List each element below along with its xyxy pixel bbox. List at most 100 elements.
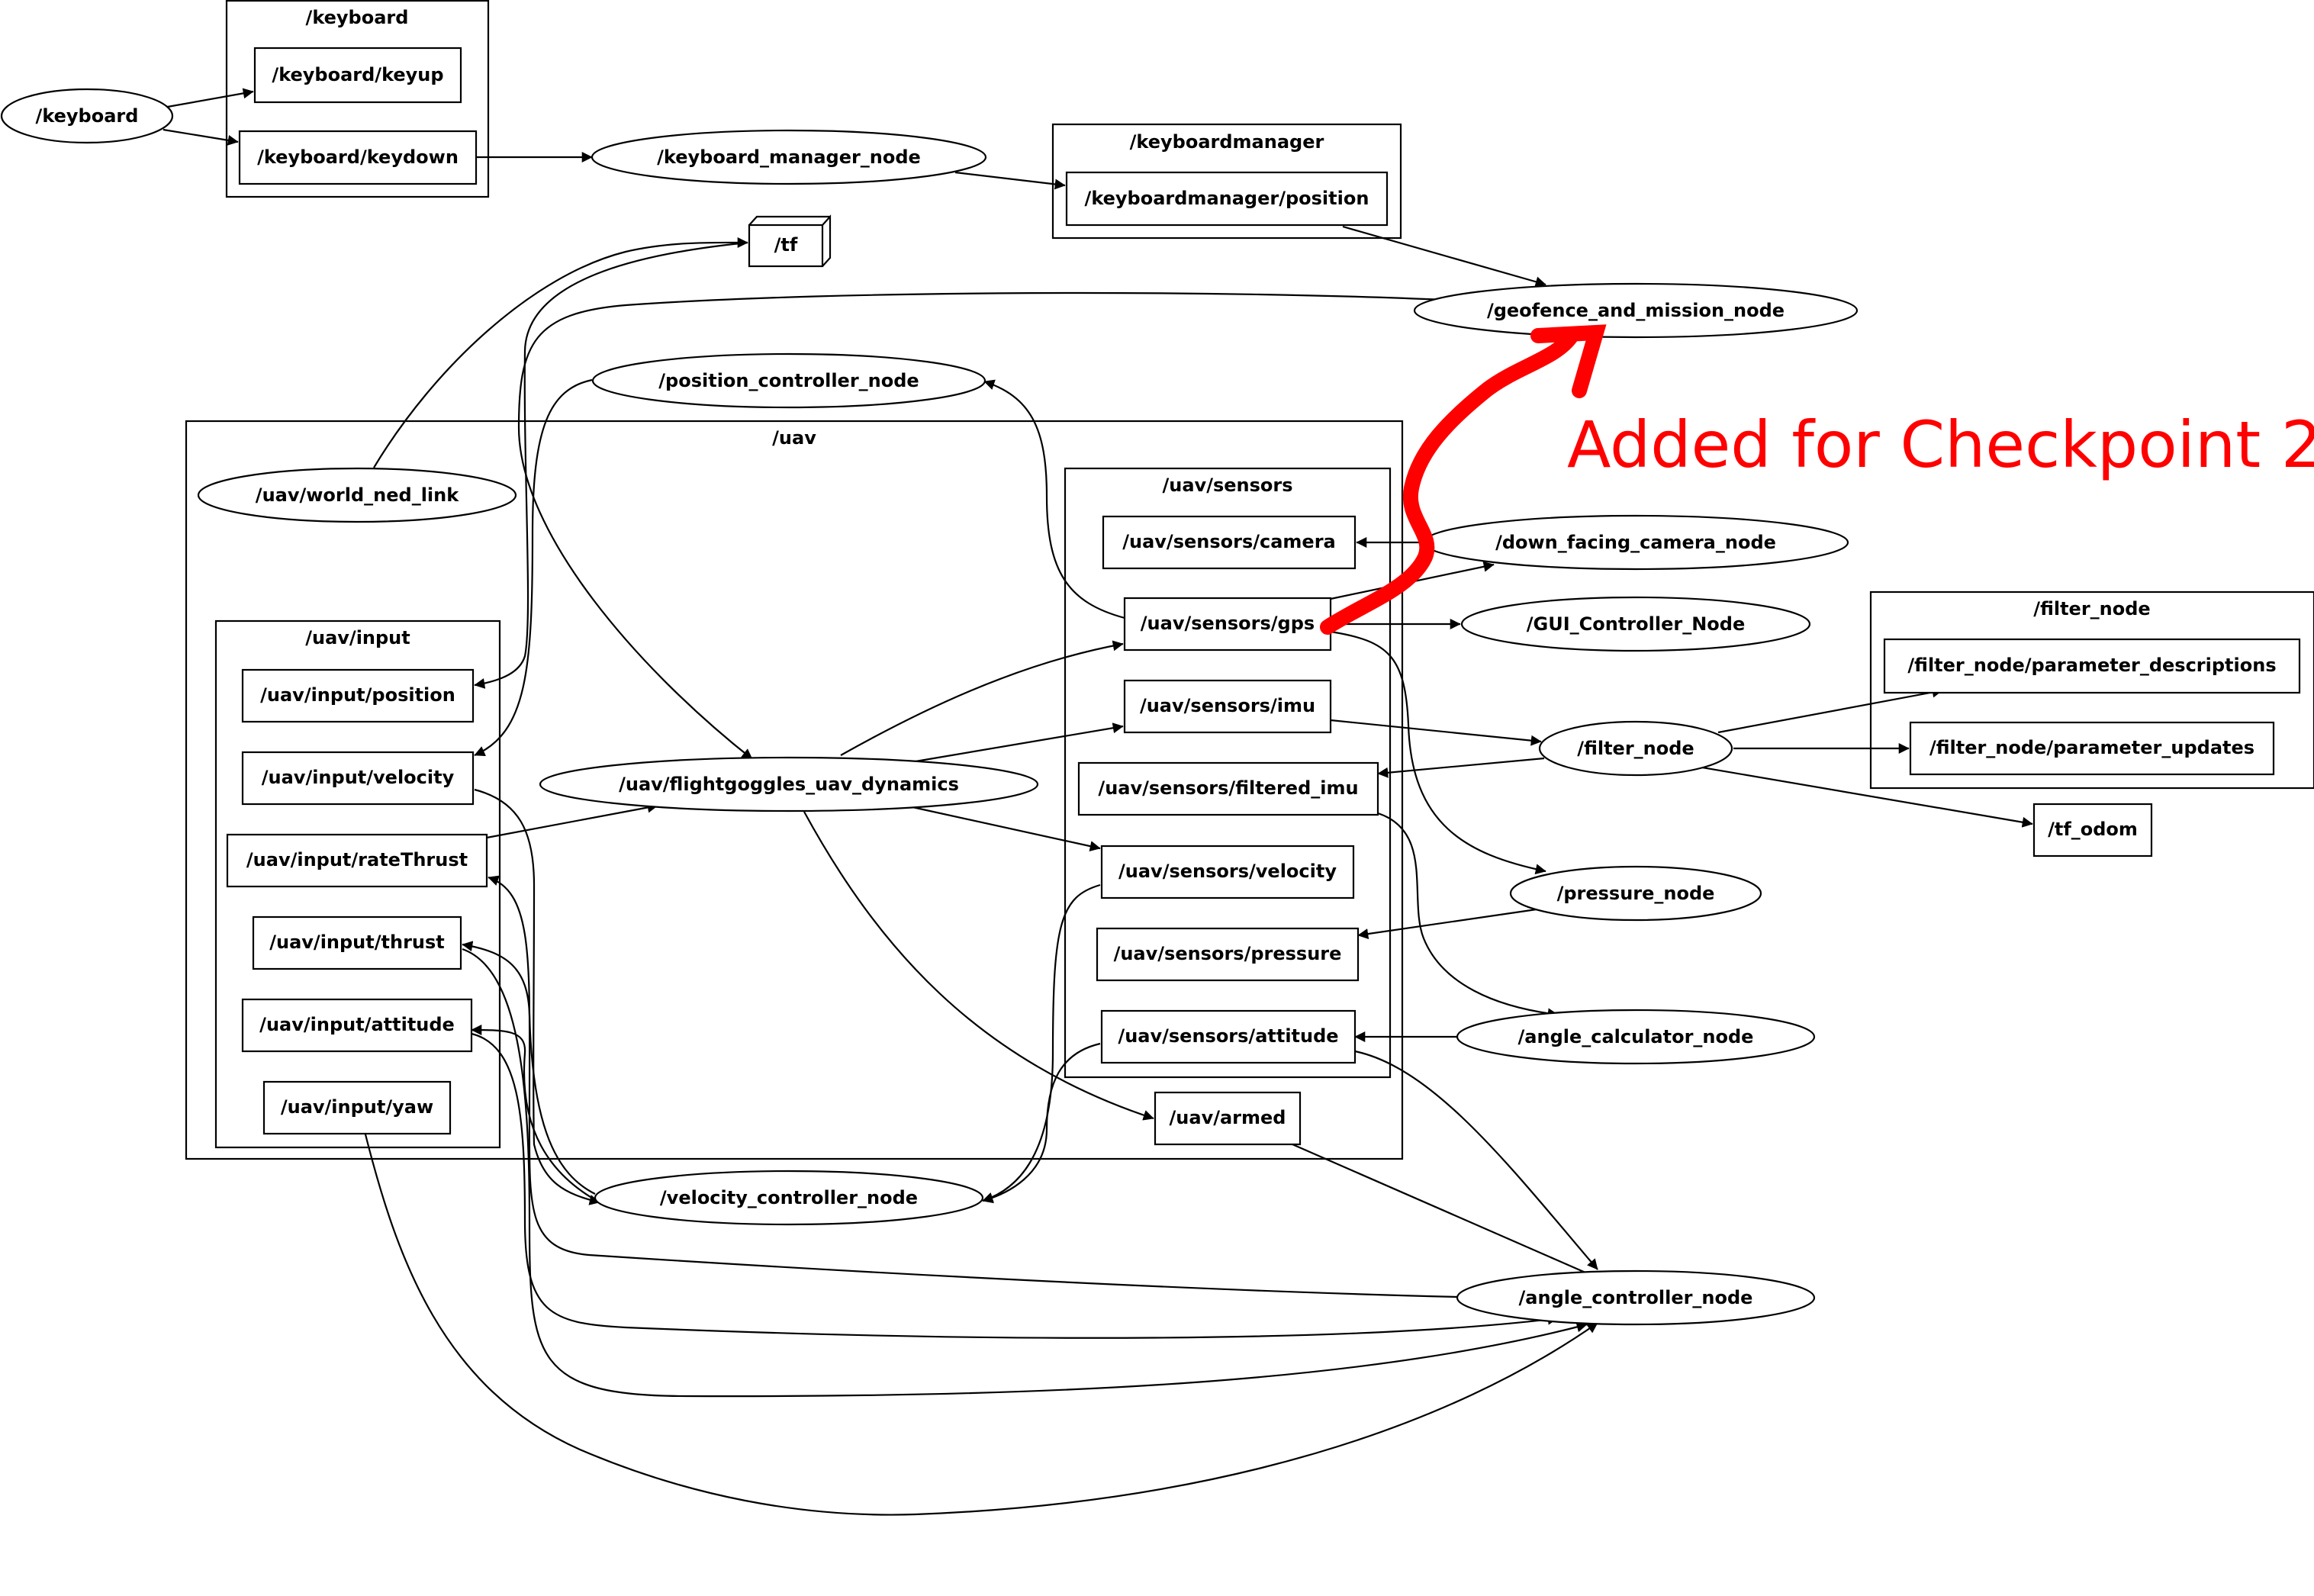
edge-filter-filteredimu <box>1377 757 1545 778</box>
node-label: /uav/input/thrust <box>269 932 445 953</box>
node-label: /angle_controller_node <box>1519 1287 1753 1308</box>
topic-uav-input-ratethrust[interactable]: /uav/input/rateThrust <box>226 833 488 888</box>
edge-inputattitude-anglectl <box>471 1032 1559 1339</box>
node-keyboard[interactable]: /keyboard <box>0 88 174 144</box>
node-label: /uav/input/attitude <box>259 1014 455 1035</box>
node-label: /filter_node/parameter_updates <box>1929 737 2254 758</box>
node-label: /uav/input/rateThrust <box>246 849 468 870</box>
node-filter-node[interactable]: /filter_node <box>1538 720 1733 777</box>
node-keyboard-manager-node[interactable]: /keyboard_manager_node <box>591 129 987 185</box>
edge-positionctl-inputvel <box>474 378 593 757</box>
topic-uav-sensors-velocity[interactable]: /uav/sensors/velocity <box>1100 845 1355 899</box>
node-label: /uav/sensors/imu <box>1140 695 1315 716</box>
node-label: /uav/sensors/gps <box>1141 613 1315 634</box>
topic-tf[interactable]: /tf <box>748 214 832 268</box>
edges <box>163 88 2033 1516</box>
node-velocity-controller-node[interactable]: /velocity_controller_node <box>594 1170 984 1226</box>
node-label: /keyboard/keyup <box>272 64 443 85</box>
edge-dynamics-velocity <box>912 806 1101 851</box>
node-label: /pressure_node <box>1557 883 1715 904</box>
edge-attitude-anglectl <box>1354 1050 1598 1270</box>
topic-uav-input-yaw[interactable]: /uav/input/yaw <box>262 1080 452 1135</box>
topic-keyboardmanager-position[interactable]: /keyboardmanager/position <box>1065 171 1389 227</box>
node-label: /uav/input/position <box>260 684 455 706</box>
topic-uav-sensors-gps[interactable]: /uav/sensors/gps <box>1123 597 1332 652</box>
topic-uav-sensors-pressure[interactable]: /uav/sensors/pressure <box>1096 927 1360 982</box>
node-label: /uav/sensors/pressure <box>1114 943 1342 964</box>
node-label: /keyboardmanager/position <box>1085 188 1369 209</box>
edge-inputthrust-anglectl <box>462 948 1588 1398</box>
node-uav-flightgoggles-uav-dynamics[interactable]: /uav/flightgoggles_uav_dynamics <box>539 756 1039 812</box>
topic-uav-input-attitude[interactable]: /uav/input/attitude <box>241 998 473 1053</box>
node-label: /velocity_controller_node <box>660 1187 918 1208</box>
edge-attitude-velctl <box>982 1042 1101 1204</box>
edge-anglectl-ratethrust <box>488 875 1458 1298</box>
node-label: /filter_node/parameter_descriptions <box>1907 655 2276 676</box>
node-label: /down_facing_camera_node <box>1495 532 1776 553</box>
node-label: /uav/sensors/filtered_imu <box>1098 777 1358 799</box>
node-angle-calculator-node[interactable]: /angle_calculator_node <box>1456 1009 1816 1065</box>
node-angle-controller-node[interactable]: /angle_controller_node <box>1456 1269 1816 1326</box>
topic-uav-sensors-filtered-imu[interactable]: /uav/sensors/filtered_imu <box>1077 761 1379 816</box>
cluster-keyboard: /keyboard <box>225 0 490 198</box>
edge-armed-anglectl <box>1292 1143 1611 1285</box>
node-geofence-and-mission-node[interactable]: /geofence_and_mission_node <box>1413 282 1859 339</box>
edge-keyboard-keyup <box>163 88 254 109</box>
topic-uav-input-velocity[interactable]: /uav/input/velocity <box>241 751 475 806</box>
edge-dynamics-gps <box>840 640 1124 756</box>
annotation-text: Added for Checkpoint 2 <box>1567 407 2314 482</box>
cluster-label: /filter_node <box>2033 598 2150 619</box>
topic-filter-node-parameter-descriptions[interactable]: /filter_node/parameter_descriptions <box>1883 638 2301 694</box>
node-uav-world-ned-link[interactable]: /uav/world_ned_link <box>197 467 517 523</box>
node-label: /uav/input/yaw <box>281 1096 433 1118</box>
edge-gps-positionctl <box>983 379 1125 619</box>
edge-filter-tfodom <box>1675 761 2033 828</box>
node-pressure-node[interactable]: /pressure_node <box>1509 865 1762 922</box>
node-label: /uav/world_ned_link <box>256 484 459 506</box>
annotation-squiggle <box>1320 328 1579 635</box>
edge-filter-paramdesc <box>1717 687 1943 734</box>
edge-keyboard-keydown <box>163 128 239 146</box>
node-label: /keyboard_manager_node <box>657 146 921 168</box>
edge-geofence-dynamics <box>517 291 1444 760</box>
edge-pressure-sensorpressure <box>1357 908 1537 940</box>
cluster-label: /keyboardmanager <box>1130 131 1324 153</box>
edge-dynamics-armed <box>803 811 1154 1121</box>
cluster-filter-node: /filter_node <box>1869 590 2314 790</box>
topic-uav-sensors-attitude[interactable]: /uav/sensors/attitude <box>1100 1009 1357 1064</box>
topic-uav-sensors-imu[interactable]: /uav/sensors/imu <box>1123 679 1332 734</box>
node-label: /tf <box>774 234 798 256</box>
topic-uav-sensors-camera[interactable]: /uav/sensors/camera <box>1102 515 1357 570</box>
node-label: /geofence_and_mission_node <box>1487 300 1785 321</box>
node-position-controller-node[interactable]: /position_controller_node <box>591 352 986 409</box>
topic-uav-input-thrust[interactable]: /uav/input/thrust <box>252 915 462 970</box>
edge-imu-filter <box>1330 719 1542 746</box>
node-label: /uav/input/velocity <box>262 767 455 788</box>
topic-uav-armed[interactable]: /uav/armed <box>1154 1091 1302 1146</box>
cluster-uav: /uav <box>185 420 1404 1160</box>
cluster-uav-input: /uav/input <box>214 619 501 1149</box>
edge-manager-kmposition <box>954 171 1066 190</box>
edge-gps-pressure <box>1330 630 1546 875</box>
node-gui-controller-node[interactable]: /GUI_Controller_Node <box>1460 596 1811 652</box>
topic-keyboard-keydown[interactable]: /keyboard/keydown <box>238 130 478 185</box>
topic-filter-node-parameter-updates[interactable]: /filter_node/parameter_updates <box>1909 721 2275 776</box>
checkpoint-annotation: Added for Checkpoint 2 <box>1320 324 2314 635</box>
edge-inputvel-velctl <box>474 788 600 1205</box>
cluster-label: /uav/input <box>305 627 410 648</box>
topic-uav-input-position[interactable]: /uav/input/position <box>241 668 475 723</box>
edge-kmposition-geofence <box>1342 225 1546 288</box>
node-down-facing-camera-node[interactable]: /down_facing_camera_node <box>1422 514 1849 571</box>
edge-dynamics-imu <box>915 722 1124 763</box>
cluster-label: /uav/sensors <box>1163 475 1293 496</box>
node-label: /uav/sensors/attitude <box>1118 1025 1338 1047</box>
topic-tf-odom[interactable]: /tf_odom <box>2032 803 2153 858</box>
topic-keyboard-keyup[interactable]: /keyboard/keyup <box>253 47 462 104</box>
node-label: /angle_calculator_node <box>1518 1026 1754 1047</box>
edge-tf-inputpos <box>474 241 748 689</box>
node-label: /position_controller_node <box>658 370 919 391</box>
edge-ratethrust-dynamics <box>486 802 658 839</box>
cluster-keyboardmanager: /keyboardmanager <box>1051 123 1402 240</box>
annotation-arrowhead <box>1530 324 1607 398</box>
